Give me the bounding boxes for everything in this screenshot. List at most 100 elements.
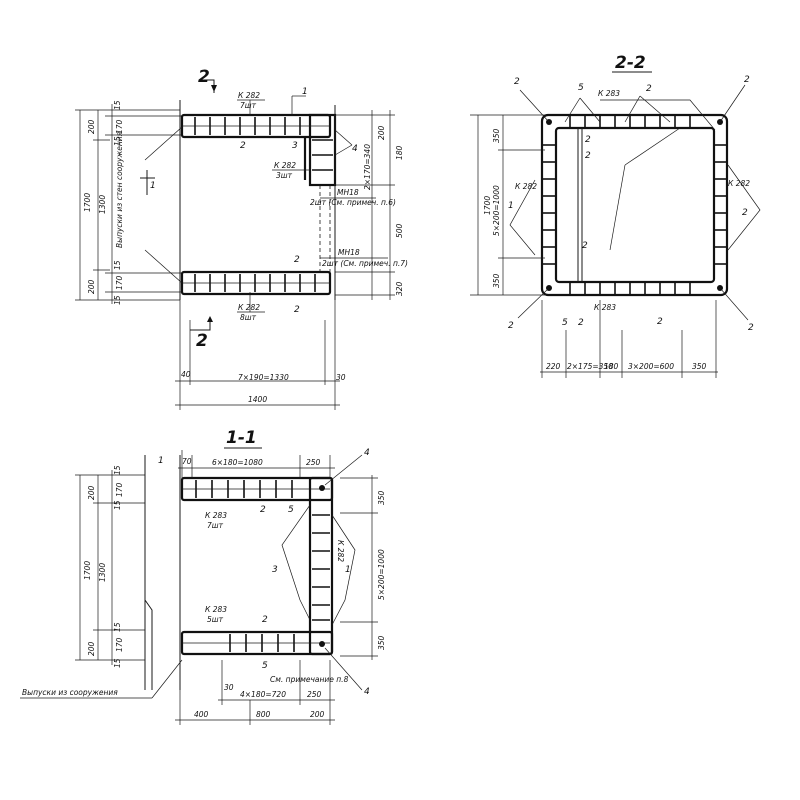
s22-pos-2tl: 2 [514,77,520,87]
s11-k283-bot: К 283 [205,605,227,614]
s22-k283-top: К 283 [598,89,620,98]
s11-dim-b-span: 4×180=720 [240,690,286,699]
plan-dim-left-15b: 15 [113,136,122,146]
s11-dim-l-200a: 200 [87,485,96,500]
s11-dim-r-350a: 350 [377,490,386,505]
s11-dim-l-15a: 15 [113,465,122,475]
s22-pos-2a: 2 [585,135,591,145]
s22-pos-2top: 2 [646,84,652,94]
s11-k283-top-qty: 7шт [207,521,224,530]
s22-k282-left: К 282 [515,182,537,191]
s11-pos-4b: 4 [364,687,370,697]
plan-dim-left-bot: 200 [87,279,96,294]
section-2-2: 2-2 [470,53,761,378]
s11-top-stirrups [182,480,330,498]
s11-dim-l-170a: 170 [115,482,124,497]
s11-pos-5a: 5 [288,505,294,515]
plan-dim-right-200: 200 [377,125,386,140]
plan-vypuski-label: Выпуски из стен сооружения [115,131,124,248]
s11-k282: К 282 [336,540,345,562]
plan-axis-1: 1 [150,181,156,191]
s11-k283-top: К 283 [205,511,227,520]
plan-view: 2 2 Выпуски из стен сооружения 1 К 282 7… [75,67,408,410]
s11-pos-2b: 2 [262,615,268,625]
s11-dim-top-70: 70 [182,457,192,466]
s22-dim-b-3x: 3×200=600 [628,362,674,371]
plan-mn18-low-note: 2шт (См. примеч. п.7) [322,259,408,268]
s11-pos-4a: 4 [364,448,370,458]
plan-dim-right-note: 2×170=340 [363,144,372,190]
s11-pos-2a: 2 [260,505,266,515]
s22-dim-b-350: 350 [692,362,707,371]
plan-pos-2c: 2 [294,305,300,315]
plan-top-stirrups [182,117,330,135]
plan-section-mark-bottom: 2 [196,331,208,351]
plan-dim-b-30: 30 [336,373,346,382]
plan-k282-bottom: К 282 [238,303,260,312]
plan-mn18-mid-note: 2шт (См. примеч. п.6) [310,198,396,207]
s11-dim-b-400: 400 [194,710,209,719]
s11-dim-top-250: 250 [306,458,321,467]
s11-k283-bot-qty: 5шт [207,615,224,624]
s22-bottom-stirrups [569,282,691,294]
plan-k282-right: К 282 [274,161,296,170]
plan-dim-right-180: 180 [395,145,404,160]
s11-title: 1-1 [226,428,257,448]
plan-k282-top: К 282 [238,91,260,100]
plan-dim-left-15a: 15 [113,100,122,110]
s11-dim-l-200b: 200 [87,641,96,656]
s11-bottom-stirrups [182,634,330,652]
s11-dim-top-span: 6×180=1080 [212,458,263,467]
plan-pos-3: 3 [292,141,298,151]
s22-dim-b-180: 180 [604,362,619,371]
section-1-1: 1-1 [20,428,386,725]
s11-pos-1top: 1 [158,456,164,466]
s11-dim-l-170b: 170 [115,637,124,652]
s22-k283-bottom: К 283 [594,303,616,312]
s11-dim-l-total: 1700 [83,561,92,580]
s22-left-stirrups [543,144,556,265]
s22-title: 2-2 [615,53,646,73]
s22-dim-v-350a: 350 [492,128,501,143]
s22-pos-2tr: 2 [744,75,750,85]
s11-dim-l-15b: 15 [113,500,122,510]
s11-pos-3: 3 [272,565,278,575]
s22-pos-5a: 5 [578,83,584,93]
plan-mn18-mid: МН18 [337,188,359,197]
s11-right-stirrups [312,514,330,621]
plan-dim-b-40: 40 [181,370,191,379]
s22-pos-5b: 5 [562,318,568,328]
s22-pos-2c: 2 [582,241,588,251]
plan-pos-2a: 2 [240,141,246,151]
s22-dim-v-total: 1700 [483,196,492,215]
plan-pos-2b: 2 [294,255,300,265]
s22-pos-2bot: 2 [657,317,663,327]
plan-pos-4: 4 [352,144,358,154]
plan-dim-left-15d: 15 [113,295,122,305]
s22-dim-b-220: 220 [546,362,561,371]
s22-pos-2bl: 2 [508,321,514,331]
plan-bottom-stirrups [182,274,330,292]
s22-pos-2b: 2 [585,151,591,161]
s11-dim-l-15c: 15 [113,622,122,632]
s22-right-stirrups [714,144,726,265]
s11-pos-1: 1 [345,565,351,575]
s22-dim-v-mid: 5×200=1000 [492,185,501,236]
s22-pos-1: 1 [508,201,514,211]
s22-pos-2br: 2 [748,323,754,333]
s22-pos-2right: 2 [742,208,748,218]
plan-dim-b-span: 7×190=1330 [238,373,289,382]
s11-vypuski: Выпуски из сооружения [22,688,118,697]
s22-pos-2left: 2 [578,318,584,328]
plan-mn18-low: МН18 [338,248,360,257]
plan-dim-left-170a: 170 [115,119,124,134]
plan-dim-right-500: 500 [395,223,404,238]
s11-dim-b-200: 200 [310,710,325,719]
s11-note: См. примечание п.8 [270,675,349,684]
s11-dim-b-30: 30 [224,683,234,692]
plan-dim-b-total: 1400 [248,395,267,404]
s11-dim-b-800: 800 [256,710,271,719]
s22-top-stirrups [569,116,691,128]
s11-dim-r-350b: 350 [377,635,386,650]
